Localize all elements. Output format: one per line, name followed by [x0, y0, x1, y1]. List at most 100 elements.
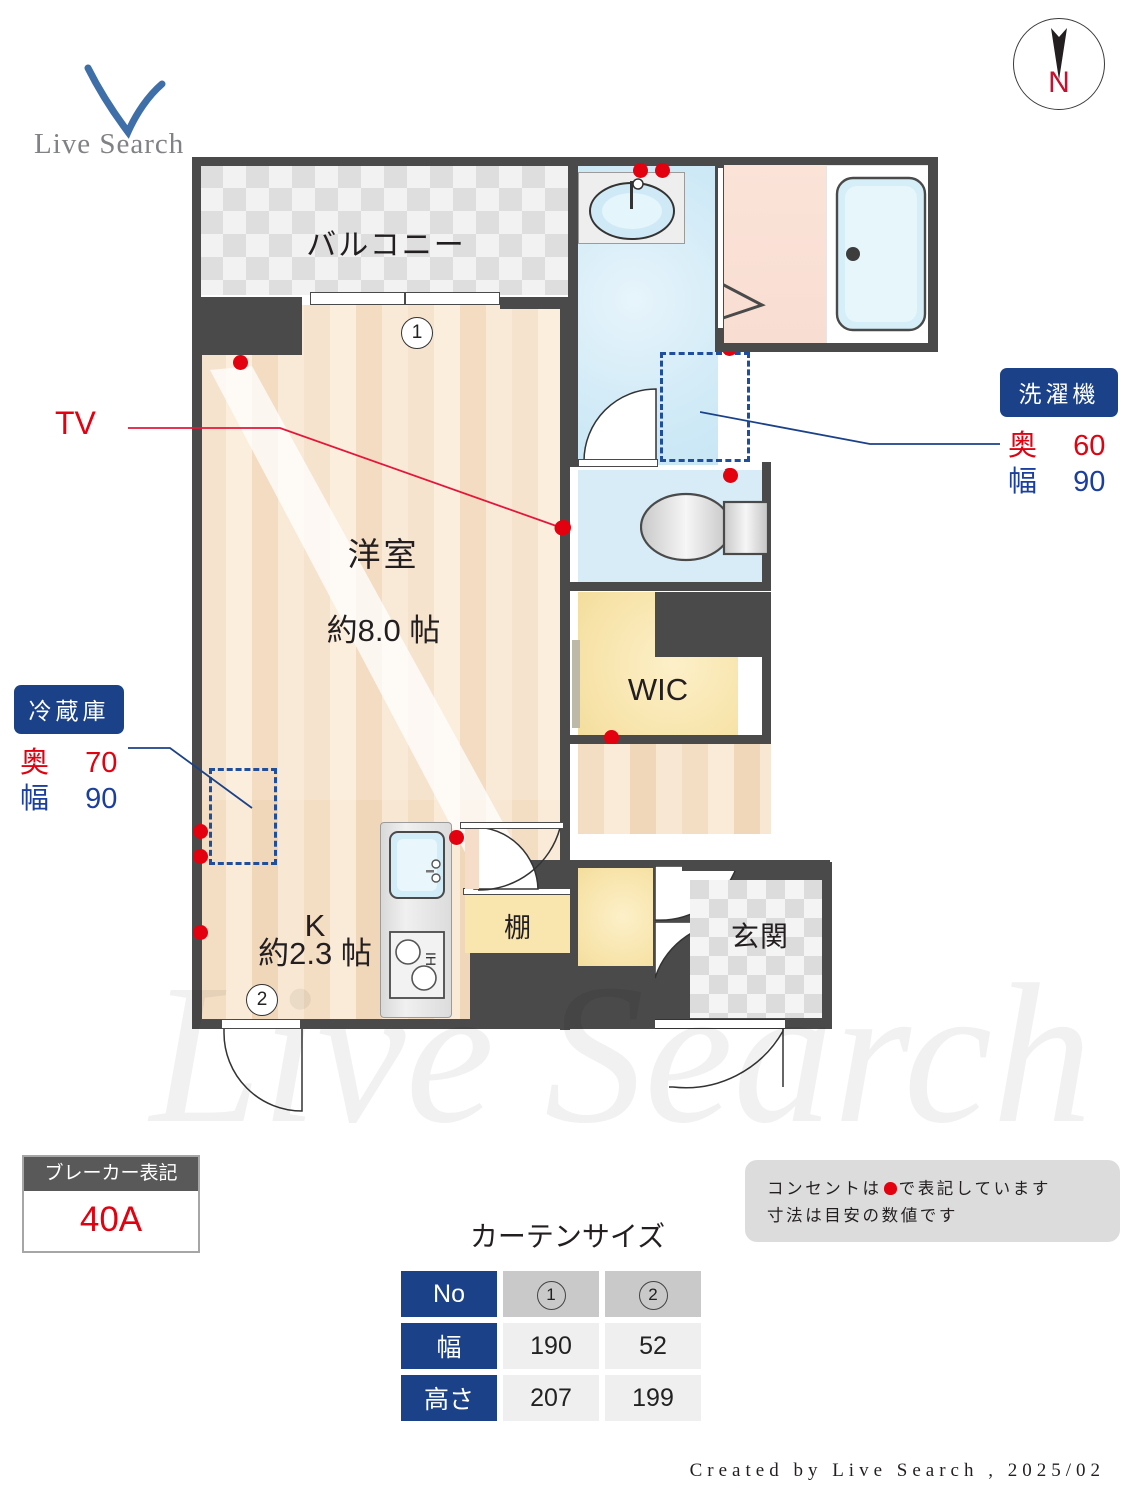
washer-width-row: 幅 90	[1008, 458, 1105, 500]
room-bath-changing	[724, 165, 826, 345]
kitchen-entry-door-swing	[477, 824, 561, 891]
curtain-width-1: 190	[503, 1323, 599, 1369]
living-wall-top-left-block	[192, 297, 302, 355]
room-shelf-label: 棚	[504, 913, 531, 943]
room-entrance-label: 玄関	[730, 921, 789, 952]
floor-plan: バルコニー 洋室 約8.0 帖 K 約2.3 帖 1 2	[14, 157, 1118, 1165]
washing-machine-space	[660, 352, 750, 462]
curtain-col-2-num: 2	[638, 1281, 668, 1310]
curtain-row-width-label: 幅	[401, 1323, 497, 1369]
fridge-depth-value: 70	[85, 747, 118, 779]
entrance-wall-right	[822, 862, 832, 1029]
curtain-size-table: カーテンサイズ No 1 2 幅 190 52 高さ 207 199	[395, 1215, 740, 1445]
compass-north-icon: N	[1013, 18, 1107, 112]
kitchen-window	[222, 1019, 300, 1029]
kitchen-sink-icon	[389, 831, 445, 899]
window-marker-2: 2	[246, 984, 278, 1016]
breaker-title: ブレーカー表記	[24, 1157, 198, 1191]
washer-depth-row: 奥 60	[1008, 422, 1105, 464]
washer-leader-line	[700, 411, 1000, 445]
room-shelf	[465, 895, 570, 953]
room-kitchen-label: K	[304, 908, 326, 943]
room-kitchen-size: 約2.3 帖	[258, 936, 372, 971]
curtain-col-2: 2	[605, 1271, 701, 1317]
bath-folding-door	[719, 283, 766, 321]
room-living-label: 洋室	[347, 536, 420, 573]
footer-credit: Created by Live Search , 2025/02	[689, 1460, 1105, 1481]
kitchen-door-swing	[223, 1029, 303, 1112]
fridge-width-row: 幅 90	[20, 775, 117, 817]
living-wall-bottom	[192, 1019, 832, 1029]
curtain-title: カーテンサイズ	[469, 1221, 666, 1252]
fridge-depth-label: 奥	[20, 747, 50, 779]
wic-door-frame	[572, 640, 580, 728]
room-balcony-label: バルコニー	[306, 229, 466, 262]
kitchen-ih-stove-icon: IH	[389, 931, 445, 999]
note-line-1-before: コンセントは	[767, 1180, 882, 1198]
brand-logo: Live Search	[20, 50, 240, 170]
outlet-living-left-1	[193, 824, 208, 839]
washroom-door-panel	[578, 459, 658, 467]
balcony-wall-left	[192, 157, 201, 297]
table-row: 高さ 207 199	[401, 1375, 701, 1421]
washer-depth-value: 60	[1073, 430, 1106, 462]
tv-label: TV	[55, 405, 96, 441]
check-v-icon	[84, 64, 166, 139]
toilet-icon	[640, 492, 770, 562]
wic-wall-bottom	[568, 735, 771, 744]
washer-width-label: 幅	[1008, 466, 1038, 498]
fridge-leader-line	[128, 747, 253, 809]
room-balcony	[200, 165, 572, 295]
fridge-depth-row: 奥 70	[20, 739, 117, 781]
table-row: 幅 190 52	[401, 1323, 701, 1369]
curtain-height-2: 199	[605, 1375, 701, 1421]
hall-closet	[578, 868, 653, 966]
entrance-front-door	[655, 1019, 785, 1029]
wic-wall-right	[762, 592, 771, 744]
curtain-width-2: 52	[605, 1323, 701, 1369]
living-wall-right-lower	[560, 600, 570, 1030]
bath-wall-bottom	[715, 343, 938, 352]
outlet-living-topleft	[233, 355, 248, 370]
outlet-toilet	[723, 468, 738, 483]
washer-width-value: 90	[1073, 466, 1106, 498]
fridge-width-label: 幅	[20, 783, 50, 815]
compass-needle-icon	[1051, 28, 1067, 80]
balcony-wall-top	[192, 157, 580, 166]
hall-dark-area	[578, 744, 771, 834]
curtain-col-1-num: 1	[536, 1281, 566, 1310]
bath-door-frame	[718, 168, 723, 328]
appliance-tag-washer: 洗濯機	[1000, 368, 1118, 417]
wic-wall-upper-right	[655, 592, 771, 657]
breaker-value: 40A	[79, 1200, 143, 1239]
washroom-door-swing	[580, 388, 657, 462]
refrigerator-space	[209, 768, 277, 865]
legend-note: コンセントはで表記しています 寸法は目安の数値です	[745, 1160, 1120, 1242]
room-entrance	[690, 880, 830, 1018]
entrance-wall-top	[682, 862, 832, 871]
compass-label: N	[1048, 66, 1070, 99]
breaker-box: ブレーカー表記 40A	[22, 1155, 200, 1253]
note-line-1: コンセントはで表記しています	[767, 1176, 1120, 1203]
note-line-2: 寸法は目安の数値です	[767, 1207, 958, 1225]
room-living-size: 約8.0 帖	[326, 613, 441, 648]
entrance-front-door-swing	[669, 1029, 784, 1089]
curtain-row-height-label: 高さ	[401, 1375, 497, 1421]
outlet-living-left-2	[193, 849, 208, 864]
living-wall-top-right-block	[500, 297, 572, 309]
toilet-wall-bottom	[568, 582, 771, 591]
living-wall-right	[560, 305, 570, 605]
curtain-height-1: 207	[503, 1375, 599, 1421]
outlet-kitchen-left	[193, 925, 208, 940]
curtain-col-1: 1	[503, 1271, 599, 1317]
table-row-header: No 1 2	[401, 1271, 701, 1317]
outlet-wic	[604, 730, 619, 745]
shelf-upper-panel	[465, 823, 479, 889]
balcony-window-mullion	[404, 292, 406, 305]
bath-wall-right	[928, 157, 938, 352]
washer-depth-label: 奥	[1008, 430, 1038, 462]
outlet-washroom-1	[633, 163, 648, 178]
outlet-marker-icon	[883, 1182, 897, 1195]
curtain-table: No 1 2 幅 190 52 高さ 207 199	[395, 1265, 707, 1427]
fridge-width-value: 90	[85, 783, 118, 815]
